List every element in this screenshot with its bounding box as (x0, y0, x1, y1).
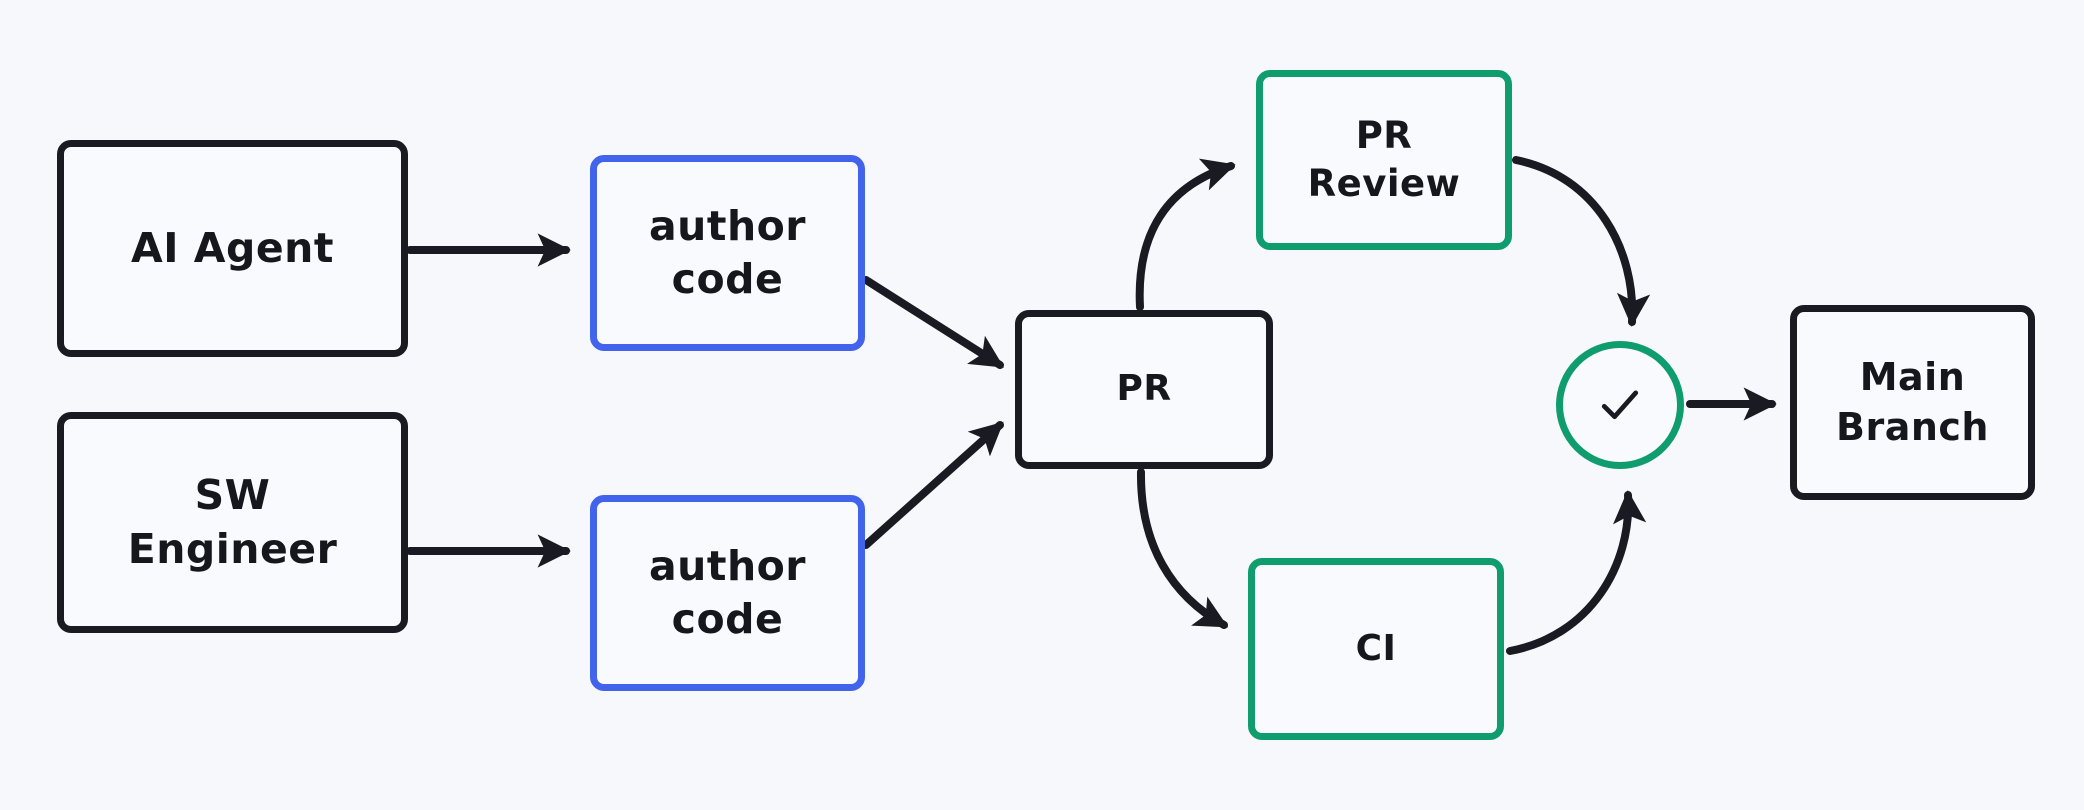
node-pr-review-label: PR Review (1307, 113, 1461, 205)
node-author-code-2[interactable]: author code (590, 495, 865, 691)
node-pr[interactable]: PR (1015, 310, 1273, 469)
node-ci[interactable]: CI (1248, 558, 1504, 740)
node-author-code-1-label: author code (648, 201, 807, 303)
check-icon (1593, 378, 1647, 432)
node-main-branch-label: Main Branch (1836, 355, 1989, 449)
edge-pr-review-to-merge-check (1512, 156, 1651, 327)
edge-ci-to-merge-check (1506, 490, 1647, 655)
edge-author-code-2-to-pr (862, 421, 1004, 549)
node-author-code-1[interactable]: author code (590, 155, 865, 351)
node-ai-agent-label: AI Agent (131, 223, 334, 272)
node-ai-agent[interactable]: AI Agent (57, 140, 408, 357)
node-pr-label: PR (1116, 368, 1172, 410)
node-sw-engineer[interactable]: SW Engineer (57, 412, 408, 633)
node-pr-review[interactable]: PR Review (1256, 70, 1512, 250)
edge-pr-to-ci (1136, 468, 1229, 629)
node-sw-engineer-label: SW Engineer (127, 471, 338, 573)
merge-check-gate[interactable] (1556, 341, 1684, 469)
edge-author-code-1-to-pr (862, 276, 1005, 369)
node-ci-label: CI (1355, 627, 1397, 669)
edge-pr-to-pr-review (1135, 158, 1236, 311)
node-author-code-2-label: author code (648, 541, 807, 643)
node-main-branch[interactable]: Main Branch (1790, 305, 2035, 500)
